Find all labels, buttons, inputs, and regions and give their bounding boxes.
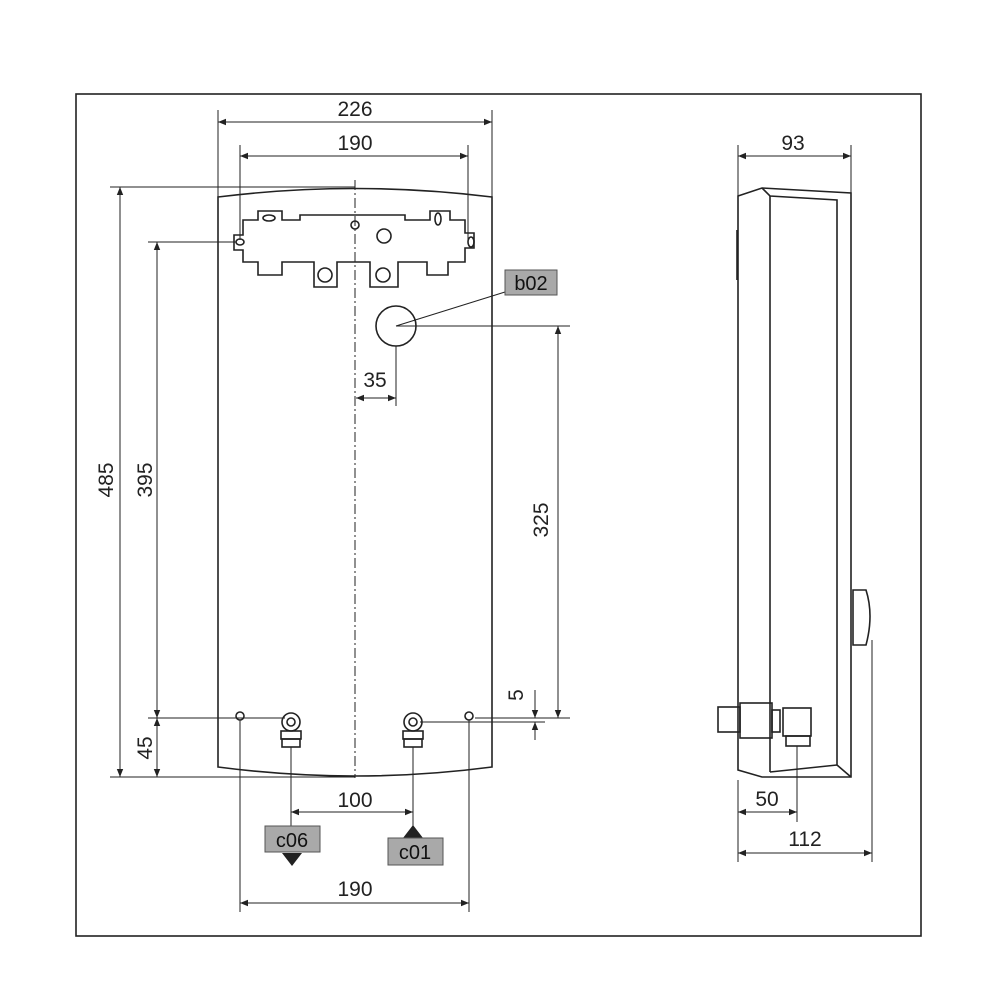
dimension-lines — [110, 110, 570, 912]
bracket-slot — [262, 214, 276, 222]
bracket-center-mark — [350, 220, 360, 230]
connection-c01 — [402, 712, 424, 748]
tag-b02: b02 — [504, 269, 558, 296]
inlet-arrow-icon — [403, 825, 423, 838]
side-connection-elbow — [782, 707, 812, 737]
bracket-screw — [375, 267, 391, 283]
control-knob — [852, 589, 871, 646]
dim-width-total: 226 — [337, 98, 372, 121]
bracket-slot — [434, 212, 442, 226]
tag-c06: c06 — [264, 825, 321, 866]
bracket-screw — [376, 228, 392, 244]
side-view — [717, 187, 871, 778]
front-view — [217, 180, 493, 778]
appliance-body-side — [737, 187, 852, 778]
mounting-hole — [235, 711, 245, 721]
dim-width-brackets: 190 — [337, 132, 372, 155]
bracket-slot — [467, 236, 475, 248]
dim-height-325: 325 — [530, 502, 553, 537]
dim-width-holes: 190 — [337, 878, 372, 901]
outlet-arrow-icon — [282, 853, 302, 866]
svg-text:b02: b02 — [514, 273, 547, 295]
tag-c01: c01 — [387, 825, 444, 866]
dim-offset-5: 5 — [505, 689, 528, 701]
bracket-screw — [317, 267, 333, 283]
dim-height-45: 45 — [134, 736, 157, 759]
side-dimension-lines — [737, 145, 873, 862]
dim-depth-connection: 50 — [755, 788, 778, 811]
mounting-bracket — [233, 210, 475, 288]
dim-height-395: 395 — [134, 462, 157, 497]
connection-c06 — [280, 712, 302, 748]
dim-connection-spacing: 100 — [337, 789, 372, 812]
dim-height-total: 485 — [95, 462, 118, 497]
dim-depth-side: 93 — [781, 132, 804, 155]
side-connection-pipe — [717, 706, 741, 733]
drawing-frame — [75, 93, 922, 937]
svg-text:c01: c01 — [399, 842, 431, 864]
mounting-hole — [464, 711, 474, 721]
svg-text:c06: c06 — [276, 830, 308, 852]
dim-depth-total: 112 — [788, 828, 821, 851]
appliance-body-front — [217, 187, 493, 777]
dim-offset-35: 35 — [363, 369, 386, 392]
